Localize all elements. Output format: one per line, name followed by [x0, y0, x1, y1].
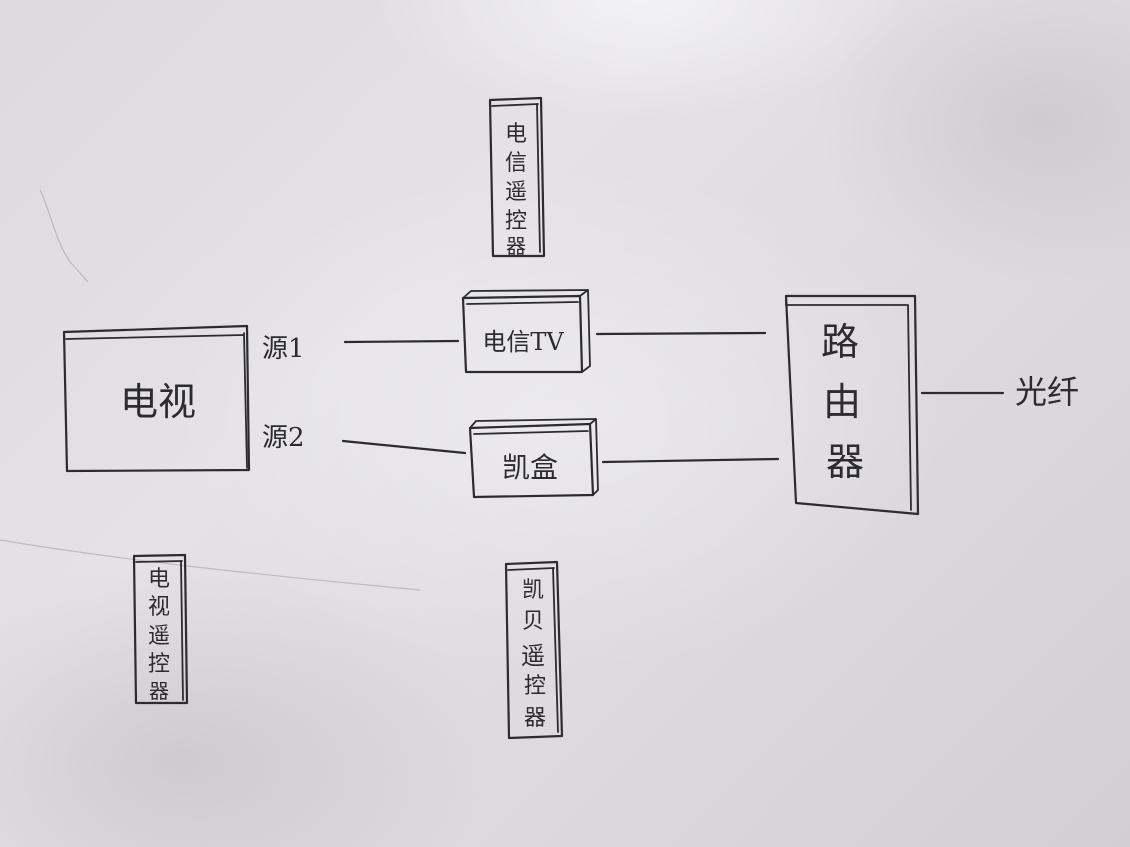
telecom-remote-char-1: 电 — [505, 122, 527, 147]
kaibox-remote-char-3: 遥 — [521, 642, 545, 670]
tv-remote: 电 视 遥 控 器 — [132, 553, 189, 705]
tv-box: 电视 — [62, 324, 251, 473]
source2-label: 源2 — [262, 423, 305, 453]
paper-crease-2 — [0, 539, 421, 591]
tv-remote-char-3: 遥 — [148, 624, 170, 649]
telecom-remote-char-5: 器 — [506, 234, 526, 258]
router-char-3: 器 — [826, 440, 864, 484]
source1-label: 源1 — [262, 334, 305, 364]
telecom-remote-char-2: 信 — [505, 151, 527, 176]
line-source2-to-kaibox — [341, 439, 467, 455]
telecom-remote: 电 信 遥 控 器 — [488, 96, 546, 258]
tv-remote-char-4: 控 — [148, 652, 170, 677]
tv-label: 电视 — [120, 380, 196, 424]
kaibox-remote-char-2: 贝 — [522, 609, 544, 634]
router-box: 路 由 器 — [784, 294, 920, 516]
telecom-tv-label: 电信TV — [482, 328, 564, 356]
telecom-remote-char-3: 遥 — [505, 180, 527, 205]
telecom-remote-char-4: 控 — [505, 209, 527, 234]
line-kaibox-to-router — [601, 457, 780, 464]
router-char-2: 由 — [823, 380, 861, 424]
kaibox-box: 凯盒 — [468, 418, 599, 499]
kaibox-label: 凯盒 — [502, 451, 558, 484]
router-char-1: 路 — [821, 320, 859, 364]
fiber-label: 光纤 — [1015, 373, 1079, 411]
kaibox-remote: 凯 贝 遥 控 器 — [504, 560, 564, 740]
telecom-tv-box: 电信TV — [461, 289, 591, 374]
line-telecom-tv-to-router — [595, 331, 767, 336]
line-source1-to-telecom-tv — [343, 339, 460, 344]
tv-remote-char-1: 电 — [148, 567, 170, 592]
kaibox-remote-char-1: 凯 — [522, 578, 544, 603]
kaibox-remote-char-4: 控 — [524, 674, 546, 699]
paper-crease — [39, 189, 89, 283]
tv-remote-char-2: 视 — [148, 595, 170, 620]
kaibox-remote-char-5: 器 — [524, 706, 546, 731]
tv-remote-char-5: 器 — [149, 679, 169, 703]
